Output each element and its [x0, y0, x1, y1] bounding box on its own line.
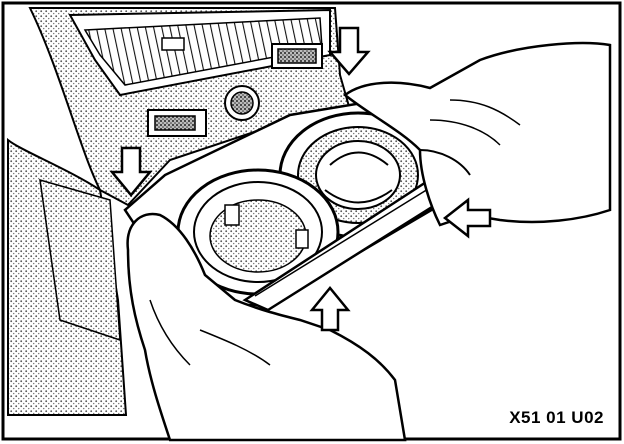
arrow-left — [109, 146, 153, 197]
arrow-right — [442, 197, 492, 239]
switch-right — [271, 43, 323, 69]
vent-knob — [161, 37, 185, 51]
right-hand — [342, 41, 612, 227]
arrow-bottom — [309, 286, 351, 332]
left-hand — [126, 212, 407, 442]
figure-code-label: X51 01 U02 — [509, 408, 604, 427]
switch-left — [147, 109, 207, 137]
cup-ring-left — [176, 168, 340, 296]
console-side-panel — [39, 178, 121, 342]
rotary-knob — [224, 85, 260, 121]
arrow-top-right — [327, 26, 371, 76]
air-vent-grille — [83, 17, 323, 86]
